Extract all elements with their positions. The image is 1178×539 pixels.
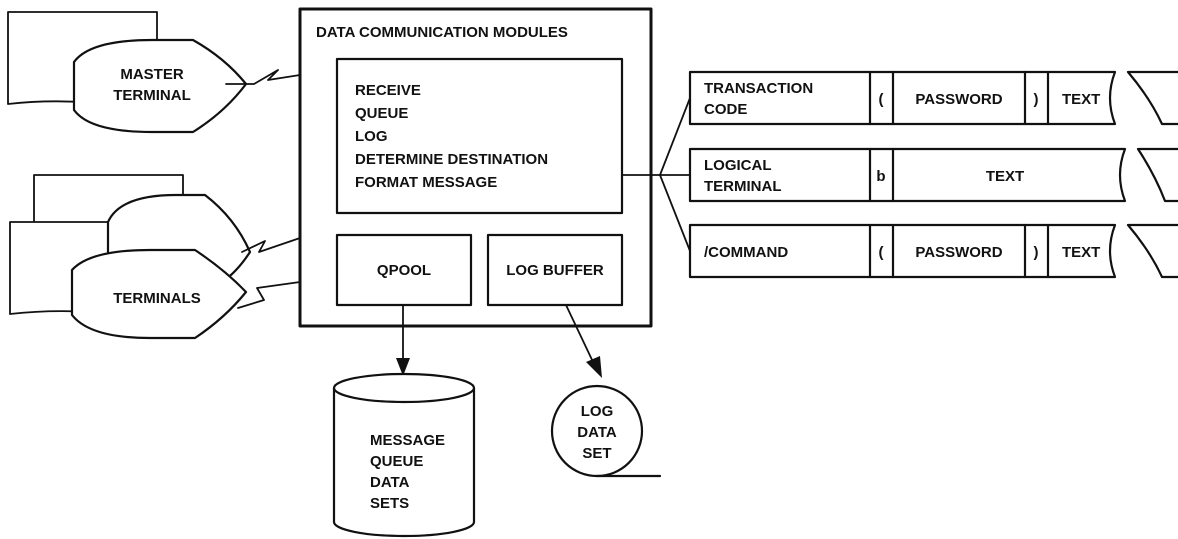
command-close-paren: ): [1034, 244, 1039, 261]
dc-modules-title: DATA COMMUNICATION MODULES: [316, 24, 568, 41]
mq-label-line2: QUEUE: [370, 453, 423, 470]
mq-label-line1: MESSAGE: [370, 432, 445, 449]
qpool-box: [335, 233, 473, 307]
transaction-close-paren: ): [1034, 91, 1039, 108]
storage-arrows: [396, 304, 602, 378]
log-buffer-box: [486, 233, 624, 307]
format-logical-terminal: LOGICAL TERMINAL b TEXT: [688, 147, 1178, 203]
mq-label-line4: SETS: [370, 495, 409, 512]
function-queue: QUEUE: [355, 105, 408, 122]
master-terminal-node: MASTER TERMINAL: [7, 11, 248, 134]
dc-functions-box: [335, 57, 624, 215]
logical-terminal-line2: TERMINAL: [704, 178, 782, 195]
function-determine-destination: DETERMINE DESTINATION: [355, 151, 548, 168]
logical-terminal-line1: LOGICAL: [704, 157, 772, 174]
qpool-label: QPOOL: [377, 262, 431, 279]
transaction-text: TEXT: [1062, 91, 1100, 108]
dc-modules-box: DATA COMMUNICATION MODULES RECEIVE QUEUE…: [298, 7, 653, 328]
logical-terminal-text: TEXT: [986, 168, 1024, 185]
log-dataset: LOG DATA SET: [550, 384, 662, 478]
command-password: PASSWORD: [915, 244, 1002, 261]
command-name: /COMMAND: [704, 244, 788, 261]
transaction-code-line2: CODE: [704, 101, 747, 118]
terminals-node: TERMINALS: [9, 174, 252, 340]
format-command: /COMMAND ( PASSWORD ) TEXT: [688, 223, 1178, 279]
log-buffer-label: LOG BUFFER: [506, 262, 604, 279]
log-ds-label-line3: SET: [582, 445, 611, 462]
log-ds-label-line2: DATA: [577, 424, 617, 441]
function-receive: RECEIVE: [355, 82, 421, 99]
function-format-message: FORMAT MESSAGE: [355, 174, 497, 191]
terminal-comm-links: [225, 69, 301, 309]
format-transaction: TRANSACTION CODE ( PASSWORD ) TEXT: [688, 70, 1178, 126]
format-connector: [621, 97, 691, 252]
command-text: TEXT: [1062, 244, 1100, 261]
master-terminal-label-line2: TERMINAL: [113, 87, 191, 104]
master-terminal-label-line1: MASTER: [120, 66, 184, 83]
transaction-open-paren: (: [879, 91, 884, 108]
terminals-label: TERMINALS: [113, 290, 201, 307]
mq-label-line3: DATA: [370, 474, 410, 491]
transaction-password: PASSWORD: [915, 91, 1002, 108]
transaction-code-line1: TRANSACTION: [704, 80, 813, 97]
log-ds-label-line1: LOG: [581, 403, 614, 420]
message-queue-datasets: MESSAGE QUEUE DATA SETS: [332, 372, 476, 538]
logical-terminal-blank: b: [876, 168, 885, 185]
command-open-paren: (: [879, 244, 884, 261]
function-log: LOG: [355, 128, 388, 145]
